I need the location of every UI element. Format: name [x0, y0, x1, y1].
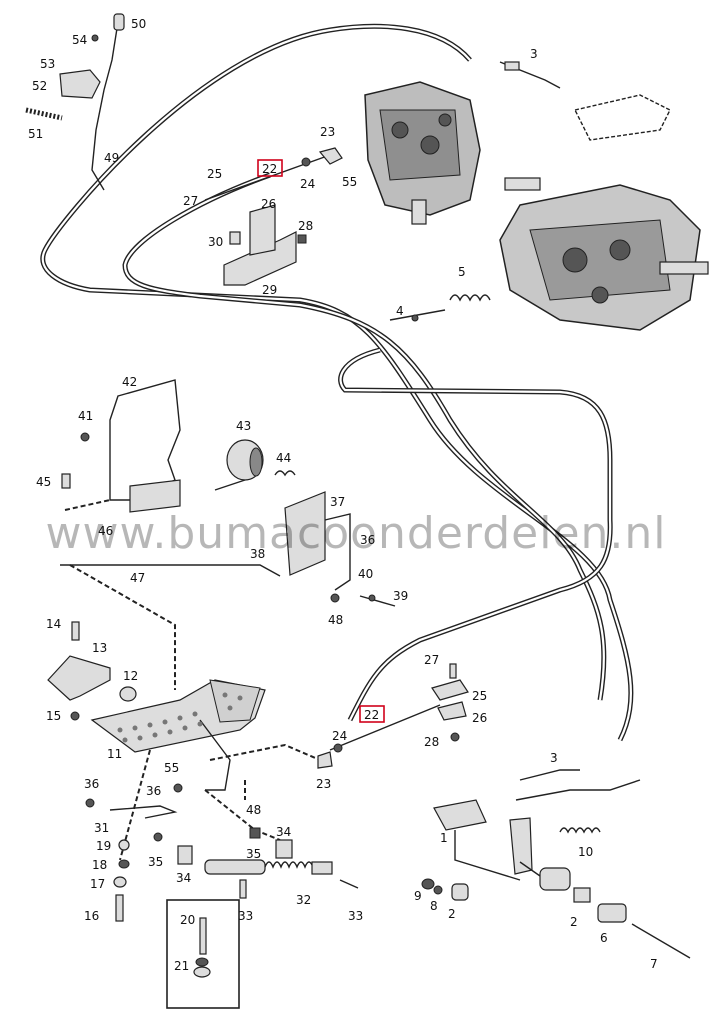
callout-48-mid: 48 — [328, 613, 343, 627]
callout-31: 31 — [94, 821, 109, 835]
transaxle — [499, 177, 709, 331]
callout-51: 51 — [28, 127, 43, 141]
callout-24-top: 24 — [300, 177, 315, 191]
callout-34-left: 34 — [176, 871, 191, 885]
callout-11: 11 — [107, 747, 122, 761]
callout-39: 39 — [393, 589, 408, 603]
bracket-37 — [284, 491, 396, 607]
highlight-box-22-top — [257, 159, 283, 177]
callout-16: 16 — [84, 909, 99, 923]
damper-32 — [204, 859, 359, 899]
callout-29: 29 — [262, 283, 277, 297]
callout-2-right: 2 — [570, 915, 578, 929]
bracket-13 — [47, 621, 137, 721]
callout-38: 38 — [250, 547, 265, 561]
callout-22-mid: 22 — [364, 708, 379, 722]
callout-33-left: 33 — [238, 909, 253, 923]
lever-assembly-top-left — [25, 13, 125, 191]
highlight-box-22-mid — [359, 705, 385, 723]
linkage-top-right — [499, 61, 671, 141]
callout-43: 43 — [236, 419, 251, 433]
callout-48-low: 48 — [246, 803, 261, 817]
callout-2-left: 2 — [448, 907, 456, 921]
cable-end-4 — [389, 309, 446, 322]
callout-52: 52 — [32, 79, 47, 93]
callout-26-mid: 26 — [472, 711, 487, 725]
callout-55-mid: 55 — [164, 761, 179, 775]
callout-15: 15 — [46, 709, 61, 723]
callout-26-top: 26 — [261, 197, 276, 211]
callout-30: 30 — [208, 235, 223, 249]
callout-5: 5 — [458, 265, 466, 279]
plate-42-group — [61, 379, 181, 513]
lower-left-linkage — [85, 783, 293, 922]
callout-49: 49 — [104, 151, 119, 165]
highlighted-part-22-mid[interactable]: 22 — [359, 705, 385, 723]
callout-42: 42 — [122, 375, 137, 389]
callout-6: 6 — [600, 931, 608, 945]
pedal-11 — [90, 679, 266, 791]
callout-10: 10 — [578, 845, 593, 859]
inner-cable-loop — [122, 172, 607, 701]
callout-32: 32 — [296, 893, 311, 907]
callout-27-top: 27 — [183, 194, 198, 208]
callout-28-mid: 28 — [424, 735, 439, 749]
callout-9: 9 — [414, 889, 422, 903]
callout-23-mid: 23 — [316, 777, 331, 791]
callout-53: 53 — [40, 57, 55, 71]
callout-24-mid: 24 — [332, 729, 347, 743]
spring-5 — [449, 294, 491, 302]
highlighted-part-22-top[interactable]: 22 — [257, 159, 283, 177]
callout-34-right: 34 — [276, 825, 291, 839]
callout-45: 45 — [36, 475, 51, 489]
callout-33-right: 33 — [348, 909, 363, 923]
lower-cable-loop — [338, 347, 613, 722]
callout-46: 46 — [98, 524, 113, 538]
callout-17: 17 — [90, 877, 105, 891]
callout-55-top: 55 — [342, 175, 357, 189]
pedal-1-assembly — [421, 769, 691, 959]
callout-20: 20 — [180, 913, 195, 927]
callout-13: 13 — [92, 641, 107, 655]
callout-3-top: 3 — [530, 47, 538, 61]
bracket-29-assembly — [204, 147, 343, 286]
callout-19: 19 — [96, 839, 111, 853]
callouts: 50 54 53 52 51 49 3 23 24 55 25 27 26 28… — [28, 17, 658, 973]
callout-28-top: 28 — [298, 219, 313, 233]
callout-36-pedal: 36 — [146, 784, 161, 798]
callout-12: 12 — [123, 669, 138, 683]
callout-1: 1 — [440, 831, 448, 845]
callout-44: 44 — [276, 451, 291, 465]
callout-36-mid: 36 — [360, 533, 375, 547]
callout-41: 41 — [78, 409, 93, 423]
callout-7: 7 — [650, 957, 658, 971]
callout-37: 37 — [330, 495, 345, 509]
callout-8: 8 — [430, 899, 438, 913]
callout-4: 4 — [396, 304, 404, 318]
callout-25-mid: 25 — [472, 689, 487, 703]
callout-25-top: 25 — [207, 167, 222, 181]
callout-35-left: 35 — [148, 855, 163, 869]
callout-50: 50 — [131, 17, 146, 31]
callout-21: 21 — [174, 959, 189, 973]
callout-22-top: 22 — [262, 162, 277, 176]
rod-47 — [60, 564, 281, 577]
inset-box — [166, 899, 240, 1009]
outer-cable-loop — [40, 23, 634, 742]
callout-40: 40 — [358, 567, 373, 581]
cable-end-mid — [317, 663, 469, 769]
callout-3-mid: 3 — [550, 751, 558, 765]
callout-27-mid: 27 — [424, 653, 439, 667]
callout-47: 47 — [130, 571, 145, 585]
callout-35-right: 35 — [246, 847, 261, 861]
clutch-43 — [214, 439, 296, 491]
callout-14: 14 — [46, 617, 61, 631]
callout-18: 18 — [92, 858, 107, 872]
callout-54: 54 — [72, 33, 87, 47]
hydraulic-pump — [364, 81, 481, 225]
callout-23-top: 23 — [320, 125, 335, 139]
watermark-text: www.bumacoonderdelen.nl — [45, 508, 666, 559]
callout-36-left: 36 — [84, 777, 99, 791]
